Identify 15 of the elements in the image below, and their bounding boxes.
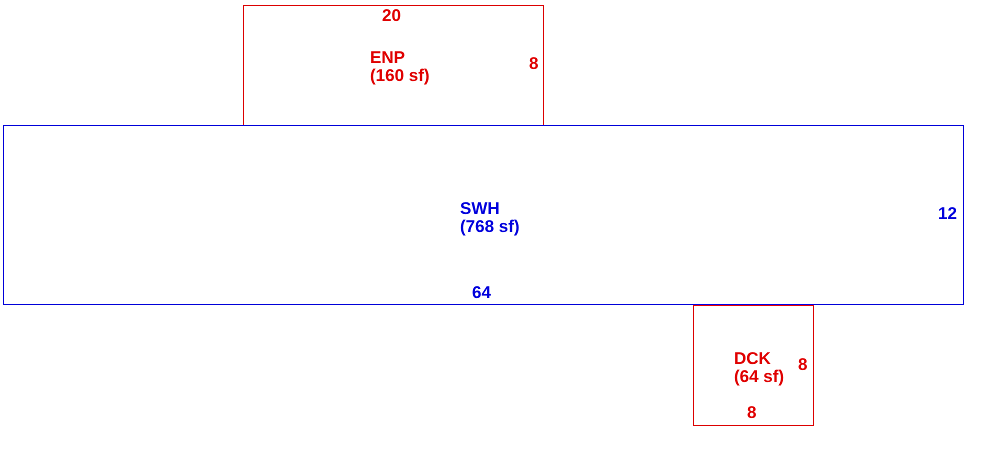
room-area: (160 sf): [370, 67, 430, 85]
dimension-label: 12: [938, 205, 957, 223]
dimension-label: 8: [529, 55, 538, 73]
room-name: SWH: [460, 200, 500, 218]
room-name: ENP: [370, 49, 405, 67]
room-area: (768 sf): [460, 218, 520, 236]
room-outline: [243, 5, 544, 126]
dimension-label: 20: [382, 7, 401, 25]
dimension-label: 64: [472, 284, 491, 302]
dimension-label: 8: [798, 356, 808, 374]
room-outline: [3, 125, 964, 305]
room-outline: [693, 305, 814, 426]
room-area: (64 sf): [734, 368, 784, 386]
room-name: DCK: [734, 350, 771, 368]
dimension-label: 8: [747, 404, 756, 422]
